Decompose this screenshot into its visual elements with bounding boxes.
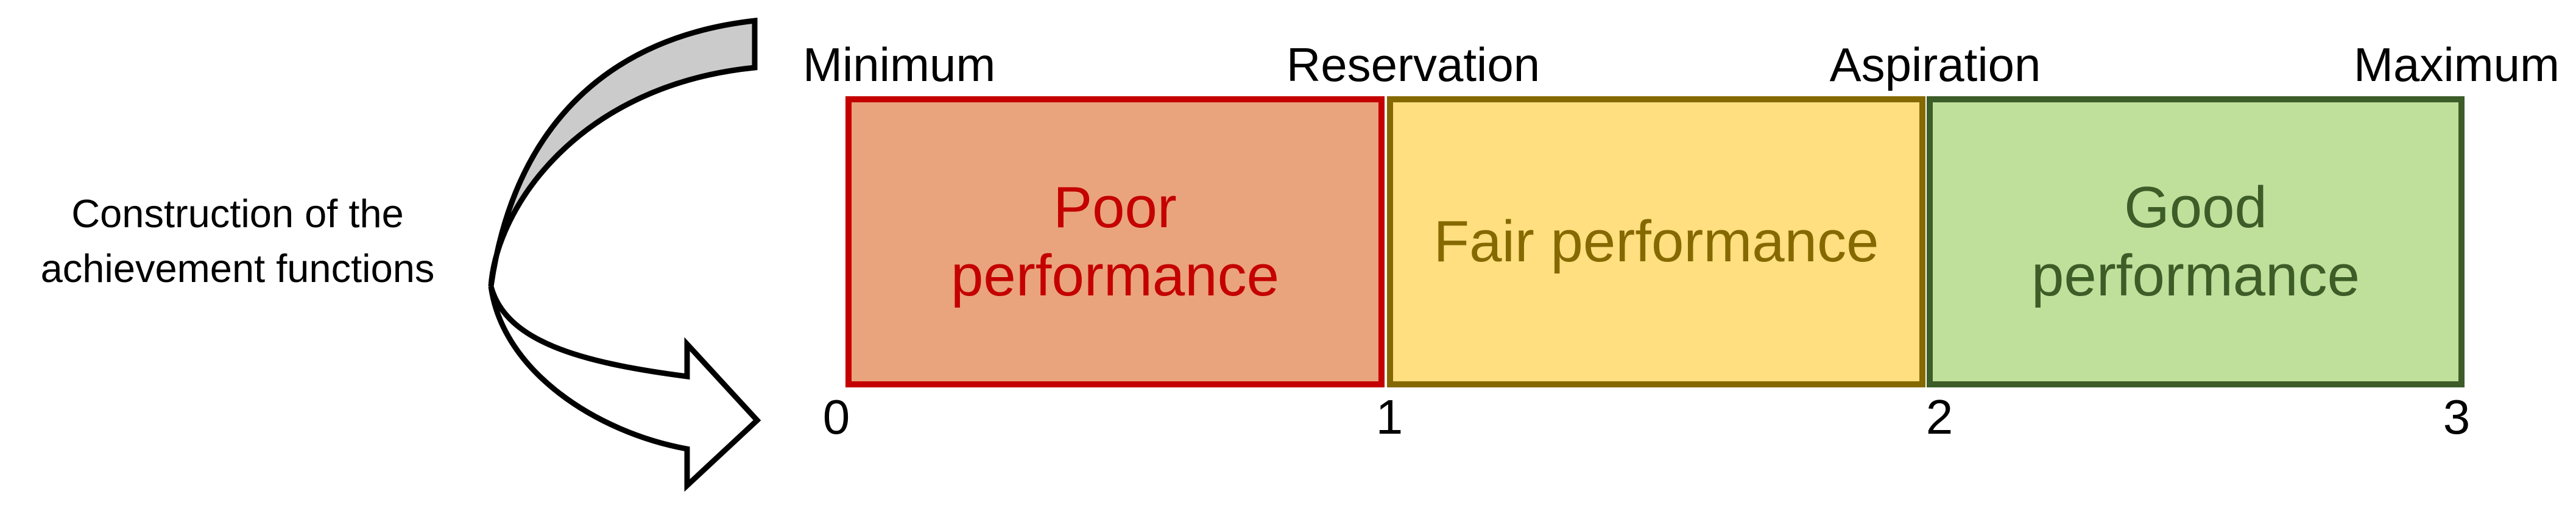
tick-value-2: 2: [1925, 390, 1953, 444]
construction-caption-line1: Construction of the: [71, 191, 404, 236]
tick-value-0: 0: [822, 390, 850, 444]
curved-arrow-upper-band: [488, 17, 758, 287]
fair-performance-label: Fair performance: [1433, 209, 1879, 274]
construction-caption: Construction of the achievement function…: [0, 186, 475, 296]
tick-value-3: 3: [2443, 390, 2471, 444]
axis-label-maximum: Maximum: [2353, 38, 2560, 91]
good-performance-box: Good performance: [1927, 96, 2465, 387]
tick-value-1: 1: [1375, 390, 1403, 444]
axis-label-reservation: Reservation: [1286, 38, 1540, 91]
curved-arrow-lower-band-and-head: [488, 285, 761, 492]
fair-performance-box: Fair performance: [1387, 96, 1925, 387]
good-performance-label: Good performance: [2031, 175, 2360, 308]
poor-performance-label: Poor performance: [951, 175, 1279, 308]
axis-label-minimum: Minimum: [803, 38, 996, 91]
axis-label-aspiration: Aspiration: [1829, 38, 2041, 91]
construction-caption-line2: achievement functions: [40, 246, 435, 291]
poor-performance-box: Poor performance: [845, 96, 1385, 387]
